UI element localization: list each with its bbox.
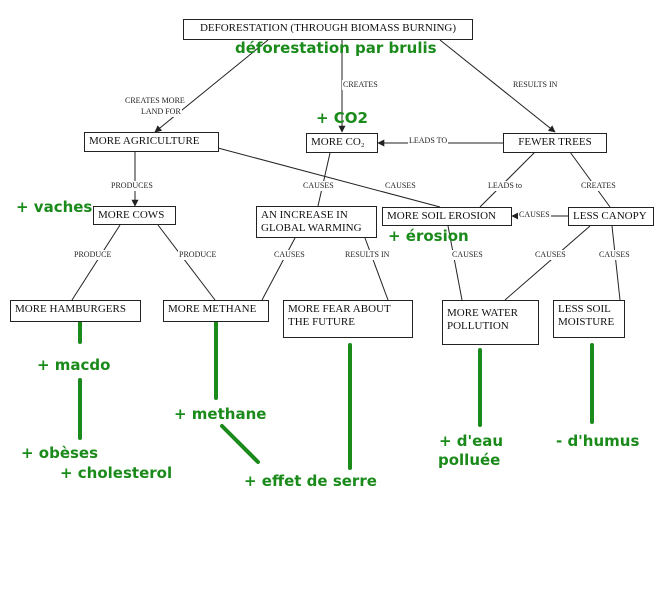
edge-label-causes-warming: CAUSES [302, 181, 335, 191]
green-line-methane-2 [220, 424, 260, 464]
edge-co2-warming [317, 152, 331, 207]
node-more-agriculture: MORE AGRICULTURE [84, 132, 219, 152]
annotation-humus: - d'humus [556, 432, 640, 450]
edge-label-causes-moisture: CAUSES [598, 250, 631, 260]
edge-canopy-moisture [611, 225, 621, 301]
edge-label-creates-more: CREATES MORE [124, 96, 186, 106]
edge-label-produce-methane: PRODUCE [178, 250, 218, 260]
node-global-warming-line2: GLOBAL WARMING [261, 222, 362, 234]
node-fear-future: MORE FEAR ABOUT THE FUTURE [283, 300, 413, 338]
annotation-effet-de-serre: + effet de serre [244, 472, 377, 490]
node-less-canopy: LESS CANOPY [568, 207, 654, 226]
node-global-warming: AN INCREASE IN GLOBAL WARMING [256, 206, 377, 238]
edge-label-causes-water: CAUSES [451, 250, 484, 260]
node-more-methane: MORE METHANE [163, 300, 269, 322]
edge-label-produce-hamburgers: PRODUCE [73, 250, 113, 260]
edge-label-causes-canopy-erosion: CAUSES [518, 210, 551, 220]
node-fear-line1: MORE FEAR ABOUT [288, 303, 391, 315]
annotation-macdo: + macdo [37, 356, 111, 374]
edge-label-results-in-trees: RESULTS IN [512, 80, 559, 90]
node-global-warming-line1: AN INCREASE IN [261, 209, 348, 221]
node-more-cows: MORE COWS [93, 206, 176, 225]
edge-label-causes-methane: CAUSES [273, 250, 306, 260]
annotation-brulis: déforestation par brulis [235, 39, 437, 57]
annotation-vaches: + vaches [16, 198, 93, 216]
edge-label-results-in-fear: RESULTS IN [344, 250, 391, 260]
node-moisture-line1: LESS SOIL [558, 303, 611, 315]
edge-root-trees [439, 39, 556, 133]
edge-label-leads-to-co2: LEADS TO [408, 136, 449, 146]
edge-label-land-for: LAND FOR [140, 107, 182, 117]
node-soil-moisture: LESS SOIL MOISTURE [553, 300, 625, 338]
edge-label-produces-cows: PRODUCES [110, 181, 154, 191]
node-fewer-trees: FEWER TREES [503, 133, 607, 153]
node-soil-erosion: MORE SOIL EROSION [382, 207, 512, 226]
node-water-pollution: MORE WATER POLLUTION [442, 300, 539, 345]
annotation-eau: + d'eau [439, 432, 504, 450]
edge-trees-canopy [569, 151, 611, 208]
edge-label-creates-canopy: CREATES [580, 181, 617, 191]
edge-cows-methane [157, 224, 216, 301]
annotation-obeses: + obèses [21, 444, 99, 462]
node-water-line1: MORE WATER [447, 307, 518, 319]
annotation-co2: + CO2 [316, 109, 368, 127]
annotation-methane: + methane [174, 405, 267, 423]
node-more-hamburgers: MORE HAMBURGERS [10, 300, 141, 322]
node-moisture-line2: MOISTURE [558, 316, 615, 328]
edge-label-leads-to-erosion: LEADS to [487, 181, 523, 191]
edge-agriculture-erosion [217, 147, 441, 208]
edge-warming-methane [261, 237, 296, 301]
edge-label-creates-co2: CREATES [342, 80, 379, 90]
edge-canopy-water [504, 225, 591, 301]
edge-warming-fear [364, 237, 389, 301]
edge-erosion-water [447, 225, 463, 301]
node-water-line2: POLLUTION [447, 320, 509, 332]
annotation-cholesterol: + cholesterol [60, 464, 173, 482]
edge-label-causes-water-2: CAUSES [534, 250, 567, 260]
annotation-polluee: polluée [438, 451, 501, 469]
edge-trees-erosion [479, 151, 536, 208]
edge-cows-hamburgers [71, 224, 121, 301]
annotation-erosion: + érosion [388, 227, 469, 245]
edge-label-causes-erosion: CAUSES [384, 181, 417, 191]
node-deforestation: DEFORESTATION (THROUGH BIOMASS BURNING) [183, 19, 473, 40]
node-more-co2: MORE CO₂ [306, 133, 378, 153]
node-fear-line2: THE FUTURE [288, 316, 355, 328]
